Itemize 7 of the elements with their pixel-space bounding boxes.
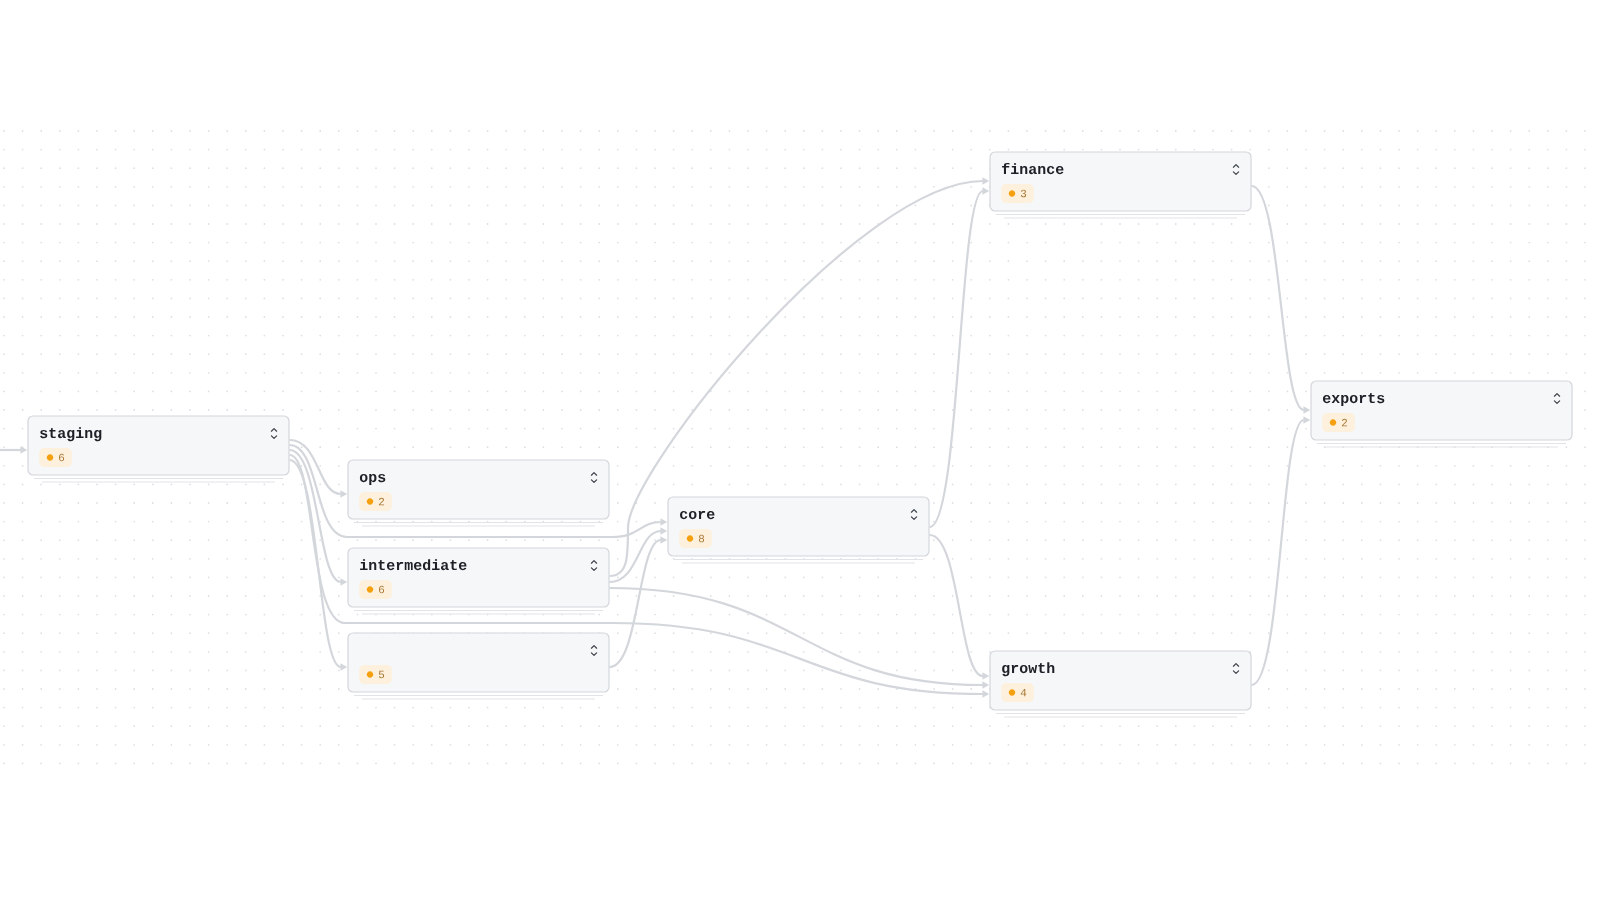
count-badge: 2 [1322,413,1355,432]
count-badge: 4 [1001,683,1034,702]
count-badge: 6 [39,448,72,467]
count-badge: 6 [359,580,392,599]
count-badge: 8 [679,529,712,548]
count-badge: 2 [359,492,392,511]
count-badge: 3 [1001,184,1034,203]
